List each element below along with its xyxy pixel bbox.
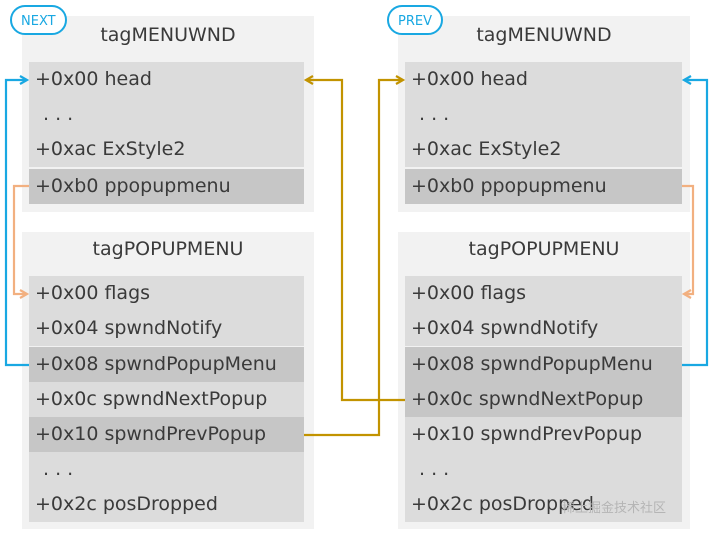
watermark-text: 稀土掘金技术社区 <box>562 501 667 516</box>
next-menuwnd-title: tagMENUWND <box>100 24 236 46</box>
next-popupmenu-field-spwndnextpopup: +0x0c spwndNextPopup <box>29 382 304 417</box>
prev-menuwnd-title: tagMENUWND <box>476 24 612 46</box>
prev-ppopupmenu-to-flags-link <box>682 184 695 294</box>
next-badge: NEXT <box>10 5 67 35</box>
prev-spwndpopupmenu-to-head-link <box>682 80 709 367</box>
prev-popupmenu-field-flags: +0x00 flags <box>405 276 682 311</box>
next-spwndprevpopup-to-prev-head-link <box>304 80 403 437</box>
prev-popupmenu-title: tagPOPUPMENU <box>468 238 620 260</box>
prev-popupmenu-field-posdropped: +0x2c posDropped <box>405 487 682 522</box>
next-popupmenu-field-spwndpopupmenu: +0x08 spwndPopupMenu <box>29 347 304 382</box>
prev-menuwnd-field-ellipsis: . . . <box>405 97 682 132</box>
next-popupmenu-field-spwndprevpopup: +0x10 spwndPrevPopup <box>29 417 304 452</box>
next-popupmenu-field-posdropped: +0x2c posDropped <box>29 487 304 522</box>
prev-badge: PREV <box>387 5 443 35</box>
next-menuwnd-field-exstyle2: +0xac ExStyle2 <box>29 132 304 167</box>
prev-popupmenu-field-spwndnextpopup: +0x0c spwndNextPopup <box>405 382 682 417</box>
next-popupmenu-field-ellipsis: . . . <box>29 452 304 487</box>
next-spwndpopupmenu-to-head-link <box>4 80 29 367</box>
prev-popupmenu-field-spwndprevpopup: +0x10 spwndPrevPopup <box>405 417 682 452</box>
next-menuwnd-field-ppopupmenu: +0xb0 ppopupmenu <box>29 169 304 204</box>
prev-menuwnd-field-head: +0x00 head <box>405 62 682 97</box>
prev-popupmenu-field-spwndpopupmenu: +0x08 spwndPopupMenu <box>405 347 682 382</box>
next-menuwnd-field-ellipsis: . . . <box>29 97 304 132</box>
prev-menuwnd-field-exstyle2: +0xac ExStyle2 <box>405 132 682 167</box>
prev-menuwnd-field-ppopupmenu: +0xb0 ppopupmenu <box>405 169 682 204</box>
prev-popupmenu-field-ellipsis: . . . <box>405 452 682 487</box>
prev-popupmenu-field-spwndnotify: +0x04 spwndNotify <box>405 311 682 346</box>
next-popupmenu-field-flags: +0x00 flags <box>29 276 304 311</box>
next-menuwnd-field-head: +0x00 head <box>29 62 304 97</box>
prev-spwndnextpopup-to-next-head-link <box>306 80 405 402</box>
next-popupmenu-title: tagPOPUPMENU <box>92 238 244 260</box>
next-popupmenu-field-spwndnotify: +0x04 spwndNotify <box>29 311 304 346</box>
next-ppopupmenu-to-flags-link <box>12 184 29 294</box>
